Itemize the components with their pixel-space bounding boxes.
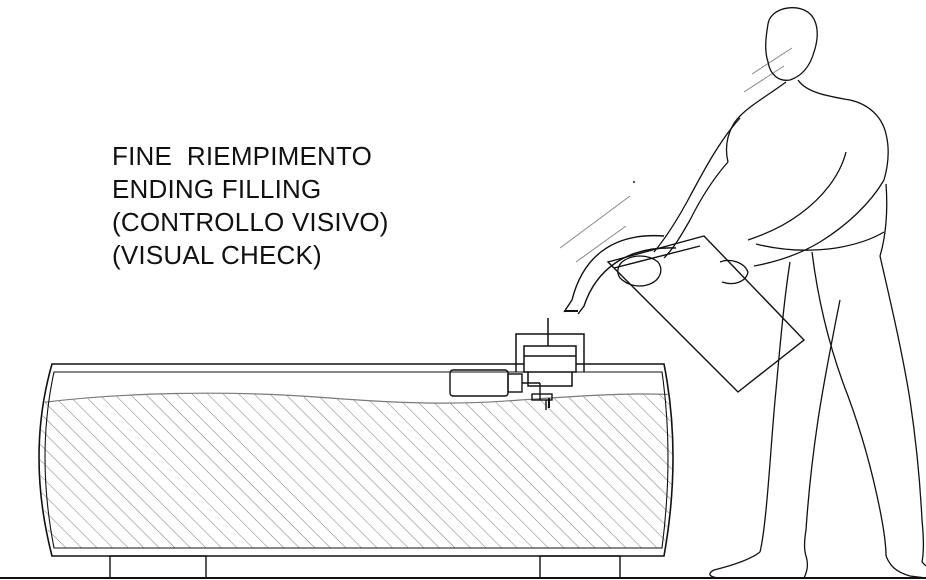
liquid-fill xyxy=(40,393,672,548)
sight-dot xyxy=(632,180,636,184)
tank-supports xyxy=(109,555,621,579)
sight-lines xyxy=(559,47,793,263)
liquid-surface xyxy=(40,392,672,405)
caption-english-title: ENDING FILLING xyxy=(112,174,322,204)
level-gauge xyxy=(449,369,553,410)
caption-italian-note: (CONTROLLO VISIVO) xyxy=(112,207,389,237)
tank-body xyxy=(38,363,674,557)
filler-neck xyxy=(515,318,585,387)
caption-italian-title: FINE RIEMPIMENTO xyxy=(112,141,373,171)
caption-english-note: (VISUAL CHECK) xyxy=(112,240,322,270)
person-figure xyxy=(617,7,926,579)
instruction-caption: FINE RIEMPIMENTO ENDING FILLING (CONTROL… xyxy=(112,140,389,272)
canister xyxy=(563,234,806,393)
